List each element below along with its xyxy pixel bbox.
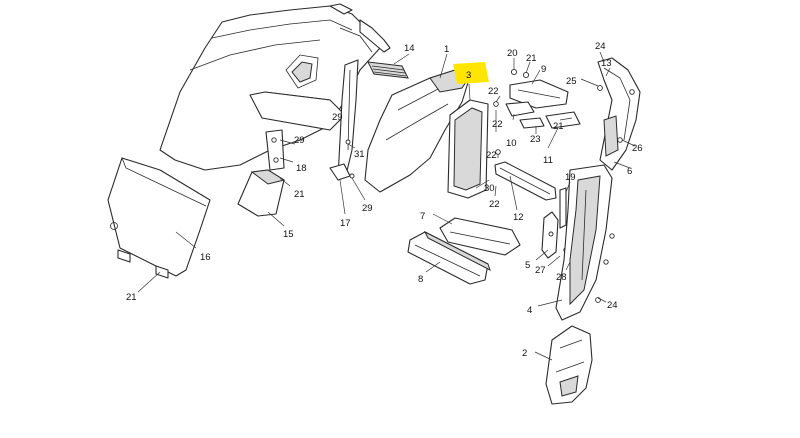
callout-24b: 24 [607,300,618,311]
callout-7: 7 [420,211,425,222]
callout-17: 17 [340,218,351,229]
callout-13: 13 [601,58,612,69]
callout-16: 16 [200,252,211,263]
part-7-cover [439,217,521,256]
callout-15: 15 [283,229,294,240]
part-17-clip [329,139,355,181]
callout-22b: 22 [486,150,497,161]
right-upper-pillar [597,57,641,171]
leader-lines [137,51,636,361]
part-12-strip [494,161,557,201]
part-4-pillar-trim [555,164,615,321]
callout-29c: 29 [332,112,343,123]
callout-19: 19 [565,172,576,183]
part-16-lower-panel [107,157,211,279]
callout-9: 9 [541,64,546,75]
callout-25: 25 [566,76,577,87]
callout-22d: 22 [492,119,503,130]
callout-20: 20 [507,48,518,59]
part-14-grille [367,61,409,79]
part-19-strip [559,187,567,229]
callout-21d: 21 [553,121,564,132]
callout-22: 22 [488,86,499,97]
callout-11: 11 [543,155,553,166]
callout-31: 31 [354,149,365,160]
callout-6: 6 [627,166,632,177]
bracket-assembly [493,68,603,155]
callout-24: 24 [595,41,606,52]
part-15-bin [237,169,286,217]
callout-2: 2 [522,348,527,359]
part-8-box [407,230,491,285]
part-2-lower-trim [545,325,593,405]
callout-28: 28 [556,272,567,283]
callout-8: 8 [418,274,423,285]
callout-29: 29 [294,135,305,146]
callout-21b: 21 [126,292,137,303]
callout-21c: 21 [294,189,305,200]
callout-labels: 14 1 3 20 21 9 22 10 23 11 24 13 25 26 6… [126,41,643,359]
callout-26: 26 [632,143,643,154]
callout-14: 14 [404,43,415,54]
callout-18: 18 [296,163,307,174]
part-3-panel [447,99,489,199]
callout-5: 5 [525,260,530,271]
callout-3: 3 [466,70,471,81]
callout-29b: 29 [362,203,373,214]
callout-27: 27 [535,265,546,276]
callout-4: 4 [527,305,532,316]
callout-12: 12 [513,212,524,223]
callout-23: 23 [530,134,541,145]
callout-22c: 22 [489,199,500,210]
part-18-bracket [265,129,285,171]
callout-21: 21 [526,53,537,64]
callout-30: 30 [484,183,495,194]
callout-10: 10 [506,138,517,149]
rear-upper-trim-panel [159,3,391,171]
callout-3-highlight [453,62,489,84]
callout-1: 1 [444,44,449,55]
